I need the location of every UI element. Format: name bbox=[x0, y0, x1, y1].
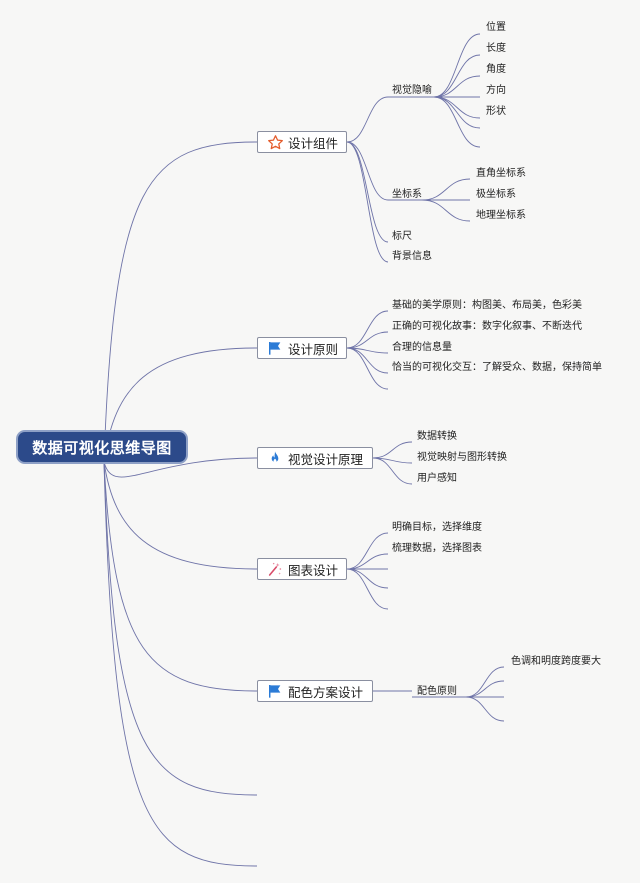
branch-design-principles[interactable]: 设计原则 bbox=[257, 337, 347, 359]
sub-link bbox=[433, 54, 481, 98]
leaf-polar[interactable]: 极坐标系 bbox=[476, 189, 516, 200]
branch-label: 设计原则 bbox=[288, 341, 339, 357]
sub-link bbox=[433, 96, 481, 129]
sub-link bbox=[465, 696, 505, 722]
branch-visual-design-theory[interactable]: 视觉设计原理 bbox=[257, 447, 373, 469]
leaf-sort-data[interactable]: 梳理数据，选择图表 bbox=[392, 543, 482, 554]
leaf-info-amount[interactable]: 合理的信息量 bbox=[392, 342, 452, 353]
leaf-coordinate-system[interactable]: 坐标系 bbox=[392, 189, 422, 200]
branch-link bbox=[346, 553, 389, 570]
branch-link bbox=[346, 96, 389, 143]
branch-label: 图表设计 bbox=[288, 562, 339, 578]
sub-link bbox=[465, 666, 505, 698]
branch-chart-design[interactable]: 图表设计 bbox=[257, 558, 347, 580]
leaf-direction[interactable]: 方向 bbox=[486, 85, 506, 96]
flag-icon bbox=[266, 683, 284, 699]
leaf-visual-mapping[interactable]: 视觉映射与图形转换 bbox=[417, 452, 507, 463]
leaf-cartesian[interactable]: 直角坐标系 bbox=[476, 168, 526, 179]
root-link bbox=[103, 457, 258, 478]
branch-label: 配色方案设计 bbox=[288, 684, 364, 700]
root-link bbox=[103, 461, 258, 796]
leaf-position[interactable]: 位置 bbox=[486, 22, 506, 33]
branch-link bbox=[346, 532, 389, 570]
leaf-scale[interactable]: 标尺 bbox=[392, 231, 412, 242]
branch-link bbox=[372, 457, 413, 485]
leaf-visual-metaphor[interactable]: 视觉隐喻 bbox=[392, 85, 432, 96]
branch-label: 设计组件 bbox=[288, 135, 339, 151]
sub-link bbox=[433, 96, 481, 119]
leaf-define-goal[interactable]: 明确目标，选择维度 bbox=[392, 522, 482, 533]
leaf-geographic[interactable]: 地理坐标系 bbox=[476, 210, 526, 221]
sub-link bbox=[433, 96, 481, 148]
root-link bbox=[103, 461, 258, 692]
leaf-angle[interactable]: 角度 bbox=[486, 64, 506, 75]
branch-link bbox=[372, 441, 413, 459]
sub-link bbox=[433, 33, 481, 98]
leaf-length[interactable]: 长度 bbox=[486, 43, 506, 54]
branch-link bbox=[346, 141, 389, 201]
branch-link bbox=[346, 310, 389, 349]
branch-design-components[interactable]: 设计组件 bbox=[257, 131, 347, 153]
leaf-color-principle[interactable]: 配色原则 bbox=[417, 686, 457, 697]
root-link bbox=[103, 461, 258, 570]
leaf-hue-contrast[interactable]: 色调和明度跨度要大 bbox=[511, 656, 601, 667]
leaf-interaction[interactable]: 恰当的可视化交互：了解受众、数据，保持简单 bbox=[392, 362, 602, 373]
branch-link bbox=[346, 331, 389, 349]
fire-icon bbox=[266, 450, 284, 466]
star-icon bbox=[266, 134, 284, 150]
branch-link bbox=[346, 347, 389, 390]
leaf-background-info[interactable]: 背景信息 bbox=[392, 251, 432, 262]
sub-link bbox=[433, 75, 481, 98]
leaf-data-transform[interactable]: 数据转换 bbox=[417, 431, 457, 442]
magic-wand-icon bbox=[266, 561, 284, 577]
sub-link bbox=[421, 178, 471, 201]
leaf-story[interactable]: 正确的可视化故事：数字化叙事、不断迭代 bbox=[392, 321, 582, 332]
branch-link bbox=[346, 568, 389, 610]
leaf-shape[interactable]: 形状 bbox=[486, 106, 506, 117]
branch-link bbox=[346, 568, 389, 589]
leaf-aesthetics[interactable]: 基础的美学原则：构图美、布局美，色彩美 bbox=[392, 300, 582, 311]
branch-label: 视觉设计原理 bbox=[288, 451, 364, 467]
branch-color-scheme[interactable]: 配色方案设计 bbox=[257, 680, 373, 702]
sub-link bbox=[465, 680, 505, 698]
flag-icon bbox=[266, 340, 284, 356]
root-link bbox=[103, 141, 258, 463]
root-label: 数据可视化思维导图 bbox=[32, 438, 172, 457]
leaf-user-perception[interactable]: 用户感知 bbox=[417, 473, 457, 484]
sub-link bbox=[421, 199, 471, 222]
root-node[interactable]: 数据可视化思维导图 bbox=[18, 432, 186, 462]
branch-link bbox=[346, 141, 389, 263]
root-link bbox=[103, 461, 258, 867]
branch-link bbox=[346, 141, 389, 243]
